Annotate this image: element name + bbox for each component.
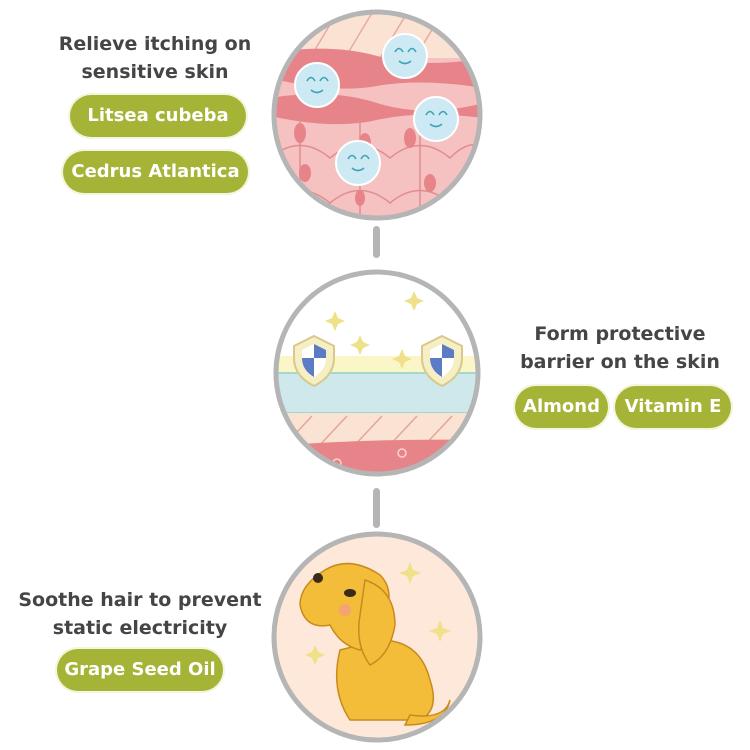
sparkle-icon — [305, 562, 451, 665]
connector-line — [373, 488, 380, 528]
section-2-heading: Form protective barrier on the skin — [505, 320, 735, 376]
ingredient-pill-cedrus-atlantica: Cedrus Atlantica — [63, 151, 248, 193]
dog-illustration — [271, 531, 483, 743]
heading-line: Soothe hair to prevent — [18, 589, 262, 611]
ingredient-pill-vitamin-e: Vitamin E — [615, 386, 731, 428]
shield-icon — [293, 334, 335, 388]
heading-line: barrier on the skin — [520, 351, 720, 373]
heading-line: static electricity — [52, 617, 228, 639]
shield-icon — [421, 334, 463, 388]
section-1-heading: Relieve itching on sensitive skin — [40, 30, 270, 86]
heading-line: Relieve itching on — [58, 33, 252, 55]
smiling-bubble-icon — [294, 33, 459, 186]
section-3-heading: Soothe hair to prevent static electricit… — [10, 586, 270, 642]
dog-icon — [299, 562, 451, 726]
heading-line: sensitive skin — [81, 61, 229, 83]
ingredient-pill-grape-seed-oil: Grape Seed Oil — [57, 649, 223, 691]
heading-line: Form protective — [534, 323, 706, 345]
ingredient-pill-litsea-cubeba: Litsea cubeba — [70, 95, 246, 137]
skin-barrier-illustration — [273, 269, 481, 477]
sparkle-icon — [325, 291, 424, 369]
ingredient-pill-almond: Almond — [515, 386, 608, 428]
skin-cells-illustration — [271, 9, 483, 221]
connector-line — [373, 226, 380, 258]
